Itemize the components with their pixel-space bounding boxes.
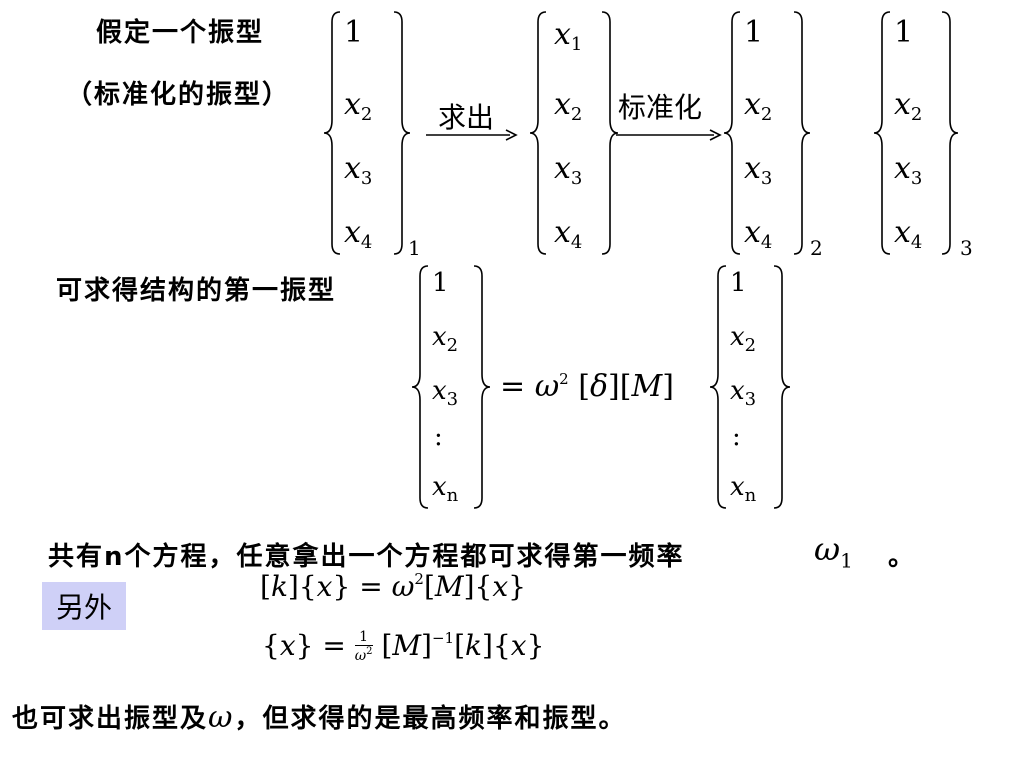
iteration-index: 2: [810, 236, 823, 260]
vector-cell: 1: [744, 15, 764, 50]
arrow-right-icon: [426, 129, 518, 141]
vector-cell: x2: [744, 87, 773, 125]
iteration-index: 3: [960, 236, 973, 260]
left-brace-icon: [323, 11, 341, 255]
left-brace-icon: [709, 265, 727, 509]
vector-assumed: 1 x2 x3 x4 1: [322, 8, 422, 260]
vector-cell: x2: [554, 87, 583, 125]
vector-cell: x1: [554, 17, 583, 55]
n-equations-text: 共有n个方程，任意拿出一个方程都可求得第一频率: [48, 542, 685, 572]
normalized-mode-text: （标准化的振型）: [66, 80, 291, 110]
arrow-right-icon: [616, 129, 722, 141]
vector-cell: x2: [730, 322, 757, 356]
vector-cell: x2: [344, 87, 373, 125]
right-brace-icon: [793, 11, 811, 255]
vector-solved: x1 x2 x3 x4: [528, 8, 628, 258]
vector-cell: x3: [730, 376, 757, 410]
vector-cell: :: [732, 422, 741, 452]
vector-cell: :: [434, 422, 443, 452]
vector-cell: 1: [730, 268, 747, 298]
vector-cell: x3: [344, 151, 373, 189]
vector-cell: x2: [894, 87, 923, 125]
vector-cell: x3: [894, 151, 923, 189]
vector-cell: x4: [894, 215, 923, 253]
vector-cell: x3: [432, 376, 459, 410]
vector-cell: x4: [344, 215, 373, 253]
also-label-box: 另外: [42, 582, 127, 630]
vector-cell: 1: [432, 268, 449, 298]
right-brace-icon: [601, 11, 619, 255]
vector-cell: x4: [744, 215, 773, 253]
vector-cell: x3: [554, 151, 583, 189]
bottom-line-text: 也可求出振型及ω，但求得的是最高频率和振型。: [12, 700, 627, 735]
vector-mode-right: 1 x2 x3 : xn: [708, 262, 798, 512]
iteration-index: 1: [408, 236, 421, 260]
vector-normalized: 1 x2 x3 x4 2: [722, 8, 832, 260]
vector-cell: x4: [554, 215, 583, 253]
right-brace-icon: [393, 11, 411, 255]
vector-cell: 1: [344, 15, 364, 50]
normalize-label: 标准化: [618, 91, 703, 124]
vector-iteration-3: 1 x2 x3 x4 3: [872, 8, 982, 260]
first-mode-text: 可求得结构的第一振型: [56, 276, 337, 306]
right-brace-icon: [941, 11, 959, 255]
vector-cell: xn: [432, 472, 459, 506]
left-brace-icon: [723, 11, 741, 255]
vector-mode-left: 1 x2 x3 : xn: [410, 262, 500, 512]
left-brace-icon: [411, 265, 429, 509]
right-brace-icon: [473, 265, 491, 509]
right-brace-icon: [773, 265, 791, 509]
eigen-equation: = ω2 [δ][M]: [500, 369, 674, 404]
vector-cell: x3: [744, 151, 773, 189]
first-frequency-symbol: ω1: [814, 530, 853, 573]
vector-cell: x2: [432, 322, 459, 356]
period-mark: 。: [888, 542, 917, 572]
fraction: 1 ω2: [354, 629, 373, 665]
vector-cell: 1: [894, 15, 914, 50]
left-brace-icon: [873, 11, 891, 255]
inverse-iteration-equation: {x} = 1 ω2 [M]−1[k]{x}: [262, 628, 545, 665]
assume-mode-text: 假定一个振型: [96, 18, 265, 48]
vector-cell: xn: [730, 472, 757, 506]
solve-label: 求出: [438, 101, 495, 134]
stiffness-equation: [k]{x} = ω2[M]{x}: [260, 570, 526, 603]
left-brace-icon: [529, 11, 547, 255]
